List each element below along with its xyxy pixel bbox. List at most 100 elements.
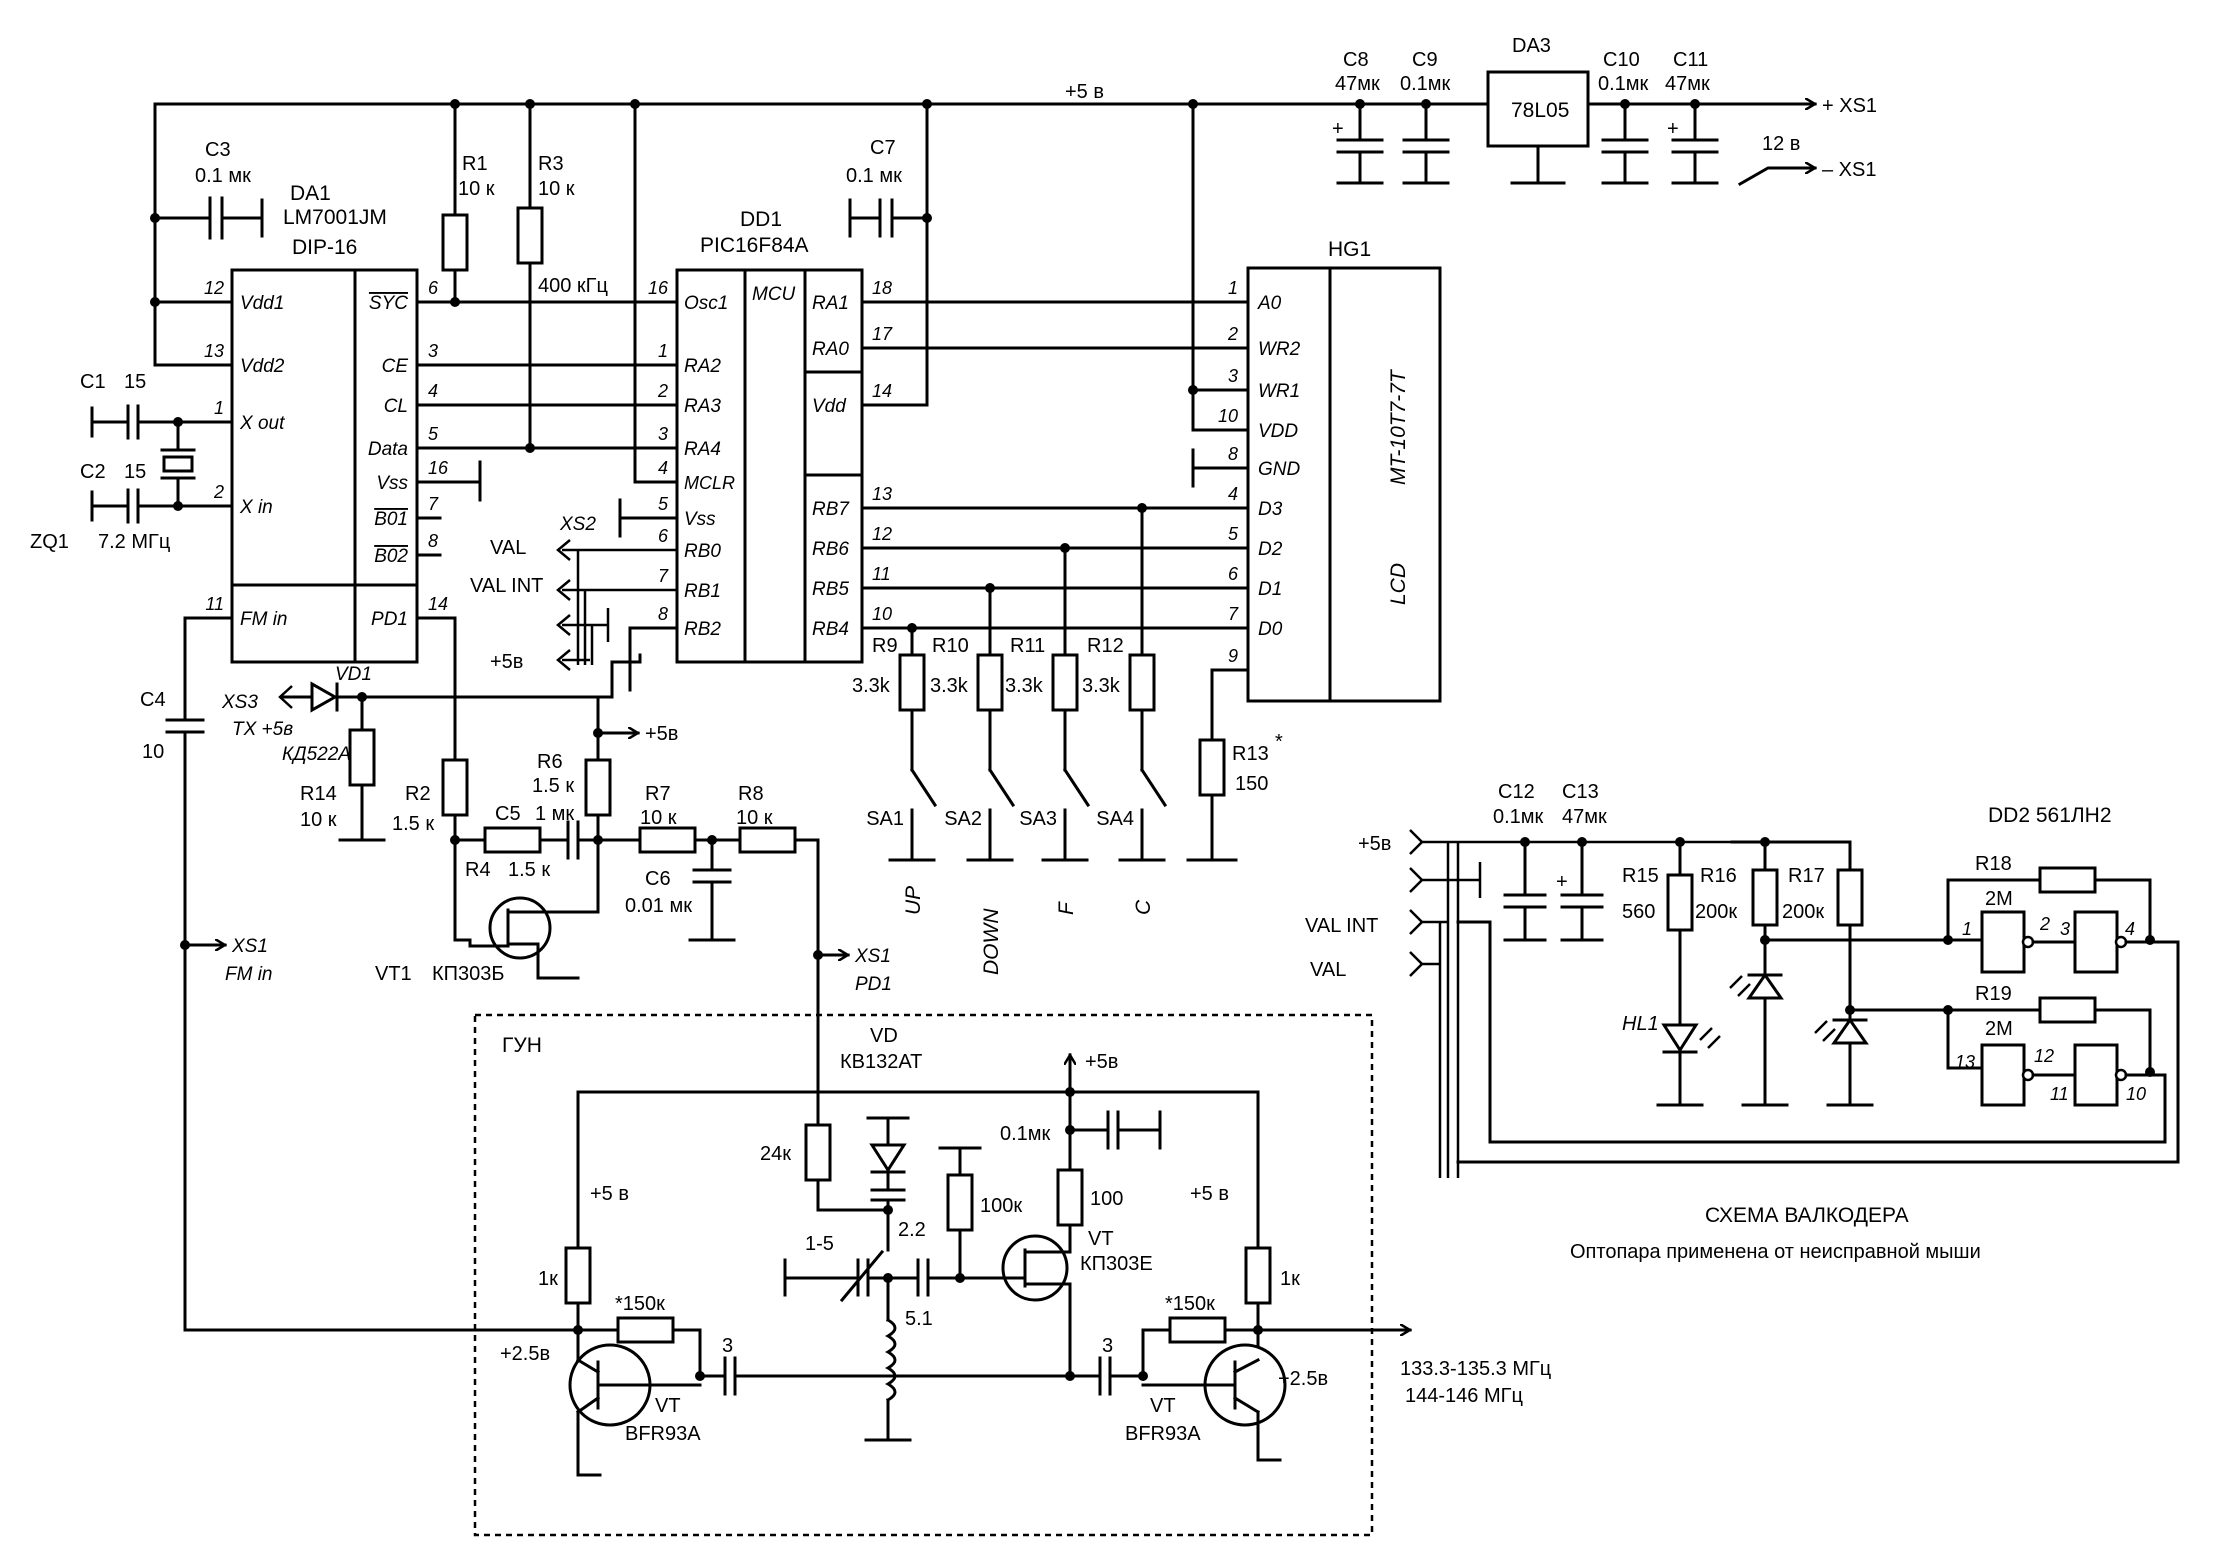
c3-left: 3 <box>722 1335 733 1357</box>
xs1-pd-label: PD1 <box>855 974 892 995</box>
c10-ref: C10 <box>1603 49 1640 71</box>
svg-text:+: + <box>1332 118 1344 140</box>
dd1-pin-name: Osc1 <box>684 293 728 314</box>
c4-val: 10 <box>142 741 164 763</box>
c6-ref: C6 <box>645 868 671 890</box>
r15-val: 560 <box>1622 901 1655 923</box>
r7-val: 10 к <box>640 807 677 829</box>
da1-supply: C3 0.1 мк <box>150 102 264 367</box>
da1-pin-num: 7 <box>428 494 439 514</box>
da1-pin-name: Vss <box>376 473 408 494</box>
c11-val: 47мк <box>1665 73 1710 95</box>
r18-ref: R18 <box>1975 853 2012 875</box>
da1-pin-name: PD1 <box>371 609 408 630</box>
enc-val: VAL <box>1310 959 1346 981</box>
switch-ref: SA2 <box>944 808 982 830</box>
dd1-pin-num: 12 <box>872 524 892 544</box>
c9-val: 0.1мк <box>1400 73 1451 95</box>
enc-valint: VAL INT <box>1305 915 1378 937</box>
chip-dd1: DD1 PIC16F84A MCU 16Osc11RA22RA33RA44MCL… <box>648 208 893 664</box>
c12-val: 0.1мк <box>1493 806 1544 828</box>
hg1-pin-name: D0 <box>1258 619 1283 640</box>
c2-ref: C2 <box>80 461 106 483</box>
hg1-ref: HG1 <box>1328 238 1371 261</box>
c5-val: 1 мк <box>535 803 574 825</box>
da1-pin-name: X in <box>239 497 273 518</box>
c11-ref: C11 <box>1673 49 1708 71</box>
vco-plus5-left: +5 в <box>590 1183 629 1205</box>
hg1-pin-num: 6 <box>1228 564 1239 584</box>
dd2-label: DD2 561ЛН2 <box>1988 804 2112 827</box>
connector-xs2: XS2 VAL VAL INT +5в <box>470 514 679 692</box>
hg1-pin-name: D3 <box>1258 499 1283 520</box>
hg1-pin-name: WR1 <box>1258 381 1300 402</box>
r1-ref: R1 <box>462 153 488 175</box>
r15-ref: R15 <box>1622 865 1659 887</box>
r13-star: * <box>1275 731 1283 753</box>
c1-ref: C1 <box>80 371 106 393</box>
vt-left-ref: VT <box>655 1395 681 1417</box>
hg1-pin-num: 10 <box>1218 406 1238 426</box>
da1-pin-name: Vdd1 <box>240 293 284 314</box>
crystal-zq1: C1 15 C2 15 ZQ1 7.2 МГц <box>30 371 234 553</box>
c8-val: 47мк <box>1335 73 1380 95</box>
r100k-label: 100к <box>980 1195 1022 1217</box>
r150k-right: *150к <box>1165 1293 1215 1315</box>
xs3-label: TX +5в <box>232 719 293 740</box>
da1-pkg: DIP-16 <box>292 236 357 259</box>
encoder-block: +5в VAL INT VAL C12 0.1мк + C13 47мк R15… <box>1305 781 2180 1263</box>
dd1-pin-name: RB5 <box>812 579 849 600</box>
da1-pin-num: 4 <box>428 381 438 401</box>
hg1-pin-num: 8 <box>1228 444 1238 464</box>
dd1-pin-num: 14 <box>872 381 892 401</box>
dd1-pin-num: 17 <box>872 324 893 344</box>
vt-right-type: BFR93A <box>1125 1423 1201 1445</box>
da1-pin-name: X out <box>239 413 285 434</box>
r12-ref: R12 <box>1087 635 1124 657</box>
xs2-val: VAL <box>490 537 526 559</box>
c7-ref: C7 <box>870 137 896 159</box>
hg1-pin-name: D2 <box>1258 539 1283 560</box>
power-rail: +5 в <box>153 81 1815 109</box>
c5-ref: C5 <box>495 803 521 825</box>
c3-right: 3 <box>1102 1335 1113 1357</box>
da1-pin-num: 5 <box>428 424 439 444</box>
r17-ref: R17 <box>1788 865 1825 887</box>
r11-val: 3.3k <box>1005 675 1044 697</box>
r9-val: 3.3k <box>852 675 891 697</box>
zq1-ref: ZQ1 <box>30 531 69 553</box>
c4-ref: C4 <box>140 689 166 711</box>
r11-ref: R11 <box>1010 635 1045 657</box>
r1k-left: 1к <box>538 1268 558 1290</box>
dd1-pin-num: 16 <box>648 278 669 298</box>
c51-label: 5.1 <box>905 1308 933 1330</box>
da1-pin-num: 6 <box>428 278 439 298</box>
da1-pin-num: 16 <box>428 458 449 478</box>
vd-ref: VD <box>870 1025 898 1047</box>
vt1-ref: VT1 <box>375 963 412 985</box>
plus25-right: +2.5в <box>1278 1368 1328 1390</box>
twelve-volt-label: 12 в <box>1762 133 1800 155</box>
r150k-left: *150к <box>615 1293 665 1315</box>
switch-ref: SA3 <box>1019 808 1057 830</box>
da1-pin-name: B02 <box>374 546 408 567</box>
switch-function: UP <box>902 886 925 915</box>
dd1-pin-num: 10 <box>872 604 892 624</box>
da1-pin-name: B01 <box>374 509 408 530</box>
hg1-pin-name: GND <box>1258 459 1301 480</box>
r6-ref: R6 <box>537 751 563 773</box>
hg1-pin-num: 9 <box>1228 646 1238 666</box>
dd1-pin-num: 5 <box>658 494 669 514</box>
r3-ref: R3 <box>538 153 564 175</box>
c7-val: 0.1 мк <box>846 165 902 187</box>
xs2-valint: VAL INT <box>470 575 543 597</box>
r8-val: 10 к <box>736 807 773 829</box>
da1-pin-name: Data <box>368 439 408 460</box>
dd1-pin-name: RA3 <box>684 396 721 417</box>
vco-plus5-top: +5в <box>1085 1051 1118 1073</box>
c3-val: 0.1 мк <box>195 165 251 187</box>
vco-block: ГУН +5в VD КВ132АТ 24к 2.2 1-5 5.1 100к <box>183 953 1551 1537</box>
